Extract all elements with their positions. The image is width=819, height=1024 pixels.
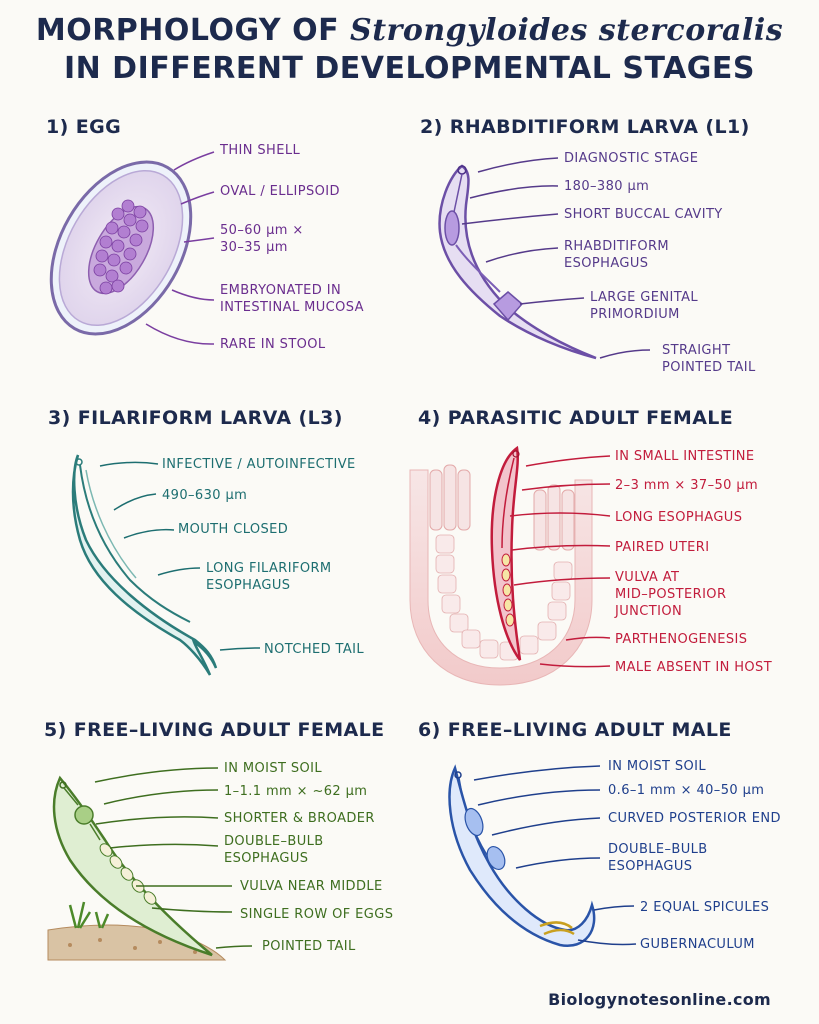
free-living-female-label: VULVA NEAR MIDDLE xyxy=(240,878,383,895)
free-living-female-label: SHORTER & BROADER xyxy=(224,810,375,827)
egg-label: THIN SHELL xyxy=(220,142,300,159)
filariform-label: LONG FILARIFORM ESOPHAGUS xyxy=(206,560,332,594)
free-living-male-label: 0.6–1 mm × 40–50 µm xyxy=(608,782,764,799)
footer-credit: Biologynotesonline.com xyxy=(548,990,771,1009)
section-title-filariform: 3) FILARIFORM LARVA (L3) xyxy=(48,407,343,429)
rhabditiform-label: STRAIGHT POINTED TAIL xyxy=(662,342,756,376)
section-title-rhabditiform: 2) RHABDITIFORM LARVA (L1) xyxy=(420,116,750,138)
parasitic-female-label: MALE ABSENT IN HOST xyxy=(615,659,772,676)
free-living-male-label: CURVED POSTERIOR END xyxy=(608,810,781,827)
free-living-female-label: IN MOIST SOIL xyxy=(224,760,322,777)
parasitic-female-label: IN SMALL INTESTINE xyxy=(615,448,755,465)
filariform-label: INFECTIVE / AUTOINFECTIVE xyxy=(162,456,356,473)
free-living-male-label: DOUBLE–BULB ESOPHAGUS xyxy=(608,841,708,875)
filariform-label: NOTCHED TAIL xyxy=(264,641,364,658)
parasitic-female-label: PAIRED UTERI xyxy=(615,539,709,556)
free-living-male-label: GUBERNACULUM xyxy=(640,936,755,953)
filariform-label: MOUTH CLOSED xyxy=(178,521,288,538)
parasitic-female-label: LONG ESOPHAGUS xyxy=(615,509,742,526)
free-living-female-label: SINGLE ROW OF EGGS xyxy=(240,906,393,923)
free-living-female-label: POINTED TAIL xyxy=(262,938,356,955)
egg-label: EMBRYONATED IN INTESTINAL MUCOSA xyxy=(220,282,364,316)
rhabditiform-label: 180–380 µm xyxy=(564,178,649,195)
rhabditiform-label: LARGE GENITAL PRIMORDIUM xyxy=(590,289,698,323)
free-living-female-label: DOUBLE–BULB ESOPHAGUS xyxy=(224,833,324,867)
egg-label: 50–60 µm × 30–35 µm xyxy=(220,222,304,256)
egg-label: RARE IN STOOL xyxy=(220,336,326,353)
section-title-egg: 1) EGG xyxy=(46,116,121,138)
egg-illustration xyxy=(23,137,220,358)
free-living-male-label: 2 EQUAL SPICULES xyxy=(640,899,769,916)
section-title-free-living-male: 6) FREE–LIVING ADULT MALE xyxy=(418,719,732,741)
parasitic-female-label: 2–3 mm × 37–50 µm xyxy=(615,477,758,494)
egg-label: OVAL / ELLIPSOID xyxy=(220,183,340,200)
parasitic-female-label: PARTHENOGENESIS xyxy=(615,631,747,648)
free-living-female-label: 1–1.1 mm × ~62 µm xyxy=(224,783,367,800)
rhabditiform-label: DIAGNOSTIC STAGE xyxy=(564,150,698,167)
free-living-female-illustration xyxy=(48,768,252,960)
filariform-label: 490–630 µm xyxy=(162,487,247,504)
rhabditiform-label: RHABDITIFORM ESOPHAGUS xyxy=(564,238,669,272)
parasitic-female-label: VULVA AT MID–POSTERIOR JUNCTION xyxy=(615,569,726,620)
parasitic-female-illustration xyxy=(410,448,610,685)
free-living-male-label: IN MOIST SOIL xyxy=(608,758,706,775)
section-title-free-living-female: 5) FREE–LIVING ADULT FEMALE xyxy=(44,719,385,741)
section-title-parasitic-female: 4) PARASITIC ADULT FEMALE xyxy=(418,407,733,429)
rhabditiform-label: SHORT BUCCAL CAVITY xyxy=(564,206,723,223)
